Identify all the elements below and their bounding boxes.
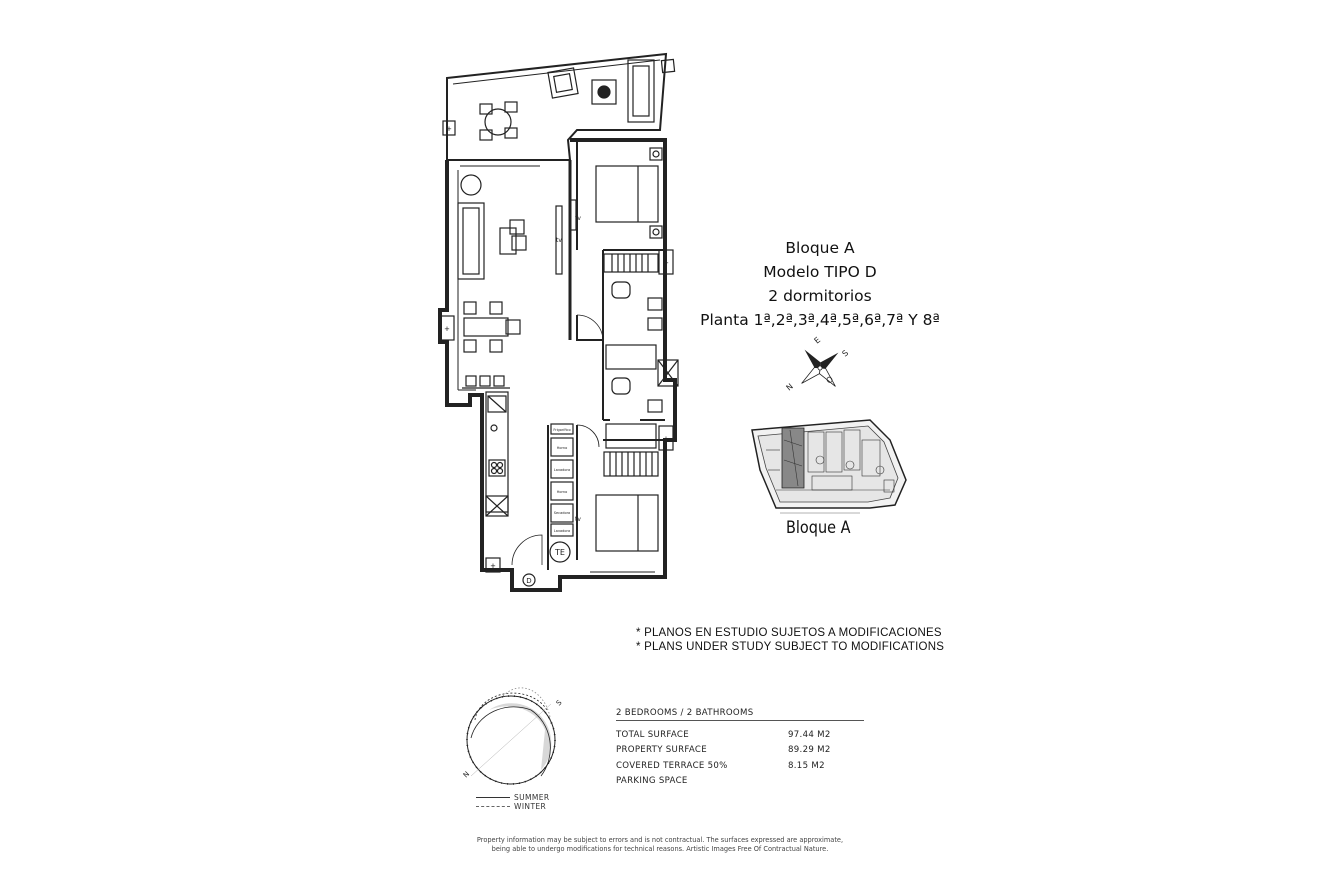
plant-pot (460, 174, 482, 196)
sofa (457, 202, 485, 280)
sun-path-diagram (466, 687, 556, 785)
surface-label: COVERED TERRACE 50% (616, 760, 728, 771)
bar-stools (462, 375, 510, 389)
apartment-outer-wall (438, 138, 677, 592)
legend-winter: WINTER (476, 802, 550, 811)
disclaimer-line-1: Property information may be subject to e… (476, 836, 844, 844)
appliance-label: Secadora (554, 511, 570, 515)
summer-line-icon (476, 797, 510, 798)
svg-text:+: + (444, 324, 449, 334)
surface-row: TOTAL SURFACE 97.44 M2 (616, 727, 864, 743)
surface-label: PARKING SPACE (616, 776, 688, 787)
key-plan-caption: Bloque A (786, 518, 851, 538)
compass-east: E (813, 335, 823, 345)
appliance-label: Frigorífico (553, 428, 570, 432)
surface-table: 2 BEDROOMS / 2 BATHROOMS TOTAL SURFACE 9… (616, 708, 864, 789)
legend-winter-label: WINTER (514, 802, 547, 811)
plan-title-block: Bloque A Modelo TIPO D 2 dormitorios Pla… (690, 236, 950, 332)
sun-diagram-south: S (555, 698, 564, 707)
appliance-label: Horno (557, 446, 568, 450)
appliance-label: Lavadora (554, 468, 570, 472)
terrace-plant (591, 79, 617, 105)
winter-line-icon (476, 806, 510, 807)
tv-label-3: tv (575, 516, 581, 523)
surface-row: COVERED TERRACE 50% 8.15 M2 (616, 758, 864, 774)
compass-north: N (785, 382, 795, 393)
sun-legend: SUMMER WINTER (476, 793, 550, 811)
svg-text:+: + (446, 124, 451, 134)
surface-value: 89.29 M2 (788, 745, 831, 756)
surface-table-heading: 2 BEDROOMS / 2 BATHROOMS (616, 708, 864, 721)
terrace-dining-set (479, 101, 518, 141)
block-name: Bloque A (785, 239, 855, 257)
tv-label-1: tv (575, 215, 581, 222)
appliance-stack (550, 423, 574, 537)
kitchen-counter (485, 391, 509, 517)
compass-icon (801, 349, 839, 387)
bedroom-1-bed (595, 165, 659, 223)
svg-text:+: + (663, 434, 668, 444)
door-label: D (526, 577, 531, 585)
compass-south: S (841, 348, 851, 358)
appliance-label: Horno (557, 490, 568, 494)
appliance-label: Lavadora (554, 529, 570, 533)
surface-row: PROPERTY SURFACE 89.29 M2 (616, 743, 864, 759)
surface-row: PARKING SPACE (616, 774, 864, 790)
dining-table (463, 301, 521, 353)
coffee-table (499, 219, 527, 255)
floor-list: Planta 1ª,2ª,3ª,4ª,5ª,6ª,7ª Y 8ª (700, 311, 940, 329)
note-english: * PLANS UNDER STUDY SUBJECT TO MODIFICAT… (636, 641, 945, 653)
svg-text:+: + (663, 258, 668, 268)
surface-value: 97.44 M2 (788, 729, 831, 740)
model-name: Modelo TIPO D (763, 263, 877, 281)
key-plan-drawing (751, 419, 907, 514)
wardrobe-2 (603, 451, 659, 477)
surface-value: 8.15 M2 (788, 760, 825, 771)
terrace-armchair (547, 67, 579, 99)
tv-label-2: tv (556, 237, 562, 244)
plan-notes: * PLANOS EN ESTUDIO SUJETOS A MODIFICACI… (636, 626, 944, 654)
svg-text:+: + (490, 561, 495, 571)
legal-disclaimer: Property information may be subject to e… (430, 836, 890, 854)
legend-summer-label: SUMMER (514, 793, 550, 802)
surface-label: PROPERTY SURFACE (616, 745, 707, 756)
bedroom-count: 2 dormitorios (768, 287, 872, 305)
bedroom-2-bed (595, 494, 659, 552)
wardrobe-1 (603, 253, 659, 273)
terrace-sofa (627, 59, 655, 123)
sun-diagram-north: N (462, 770, 471, 779)
surface-label: TOTAL SURFACE (616, 729, 689, 740)
disclaimer-line-2: being able to undergo modifications for … (491, 845, 829, 853)
terrace-outline (446, 52, 668, 161)
water-heater (549, 541, 571, 563)
compass-west: O (825, 375, 836, 386)
note-spanish: * PLANOS EN ESTUDIO SUJETOS A MODIFICACI… (636, 627, 942, 639)
water-heater-label: TE (554, 548, 565, 557)
legend-summer: SUMMER (476, 793, 550, 802)
